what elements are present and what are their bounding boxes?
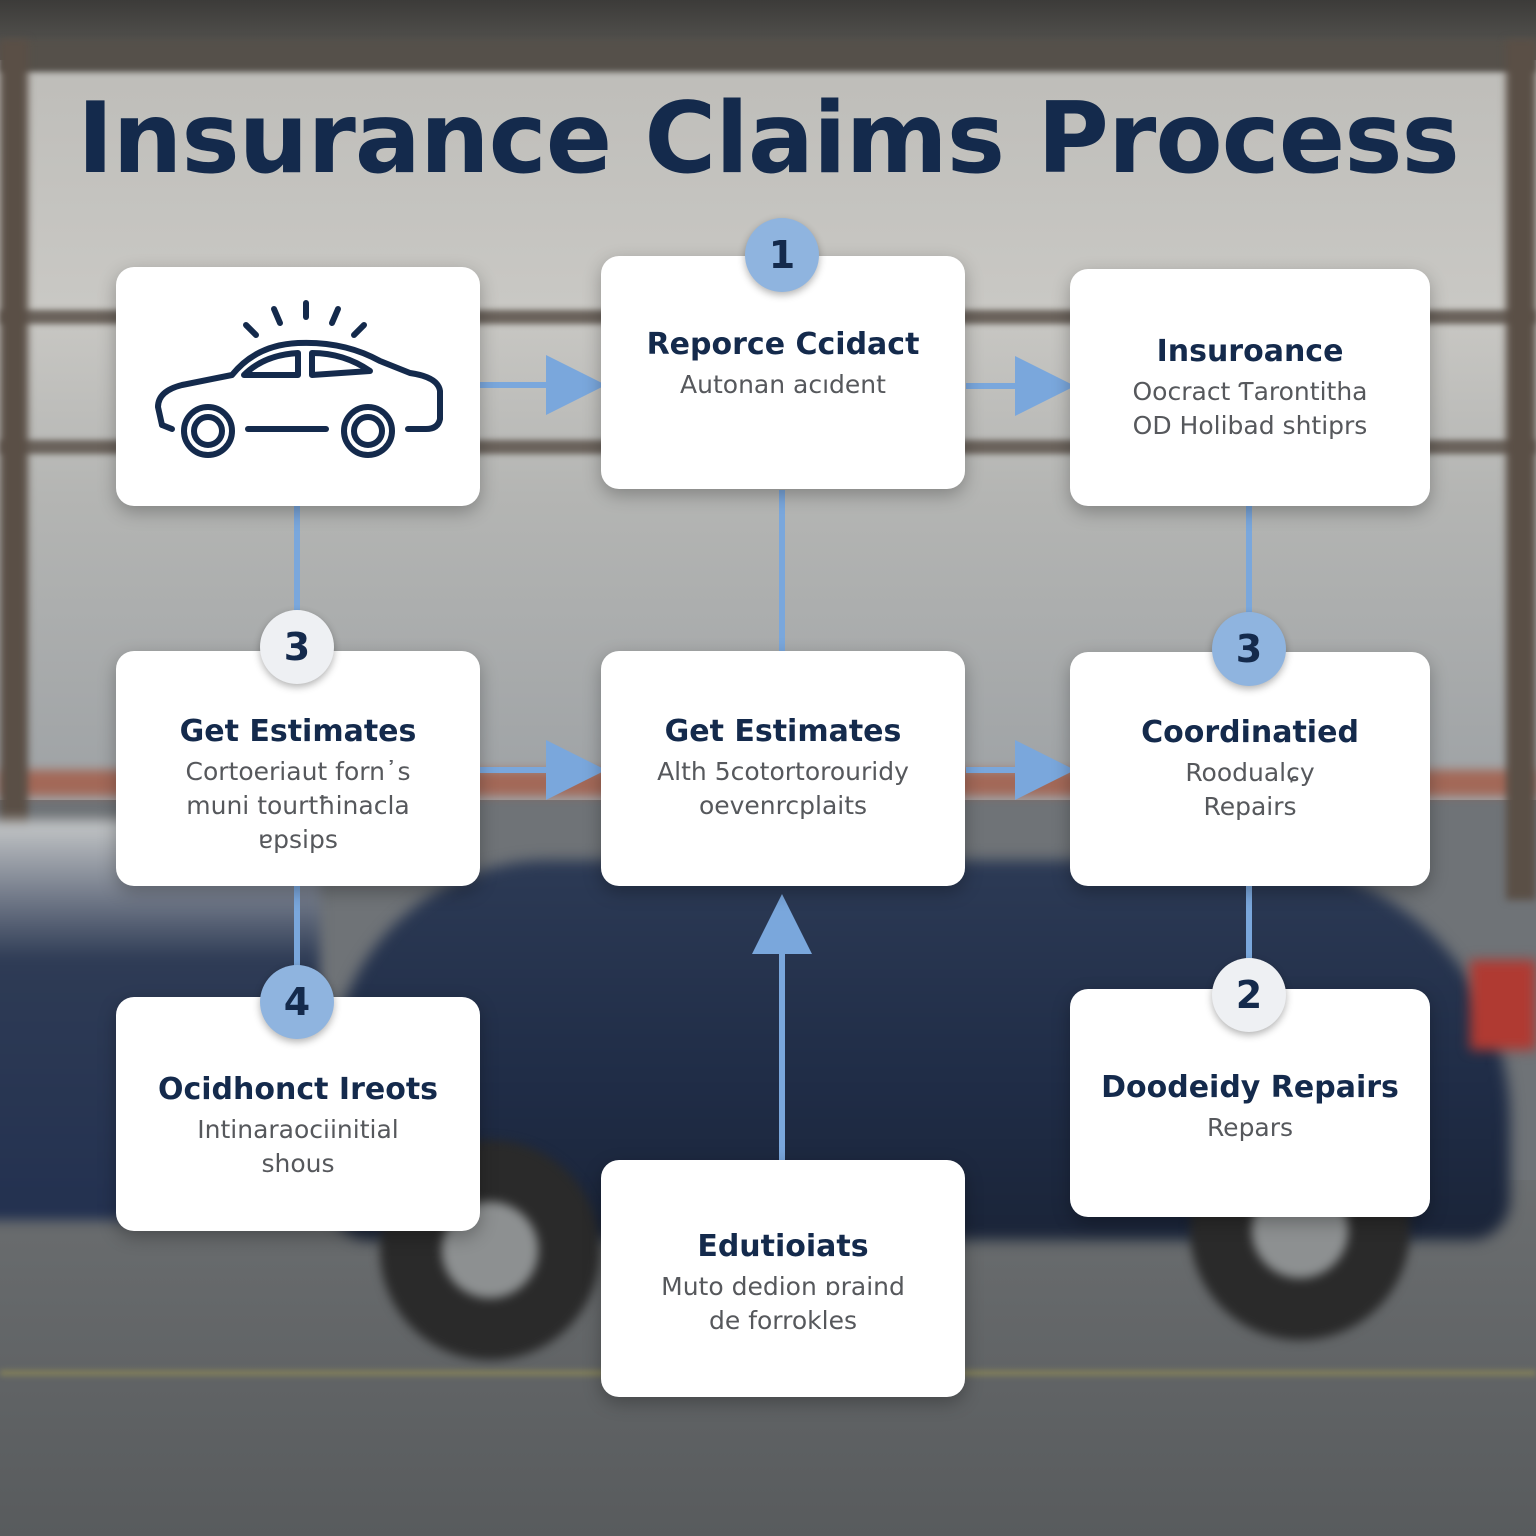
step-badge: 1 xyxy=(745,218,819,292)
step-badge: 3 xyxy=(260,610,334,684)
step-card-get-estimates: Get Estimates Cortoeriaut forn᾽s muni to… xyxy=(116,651,480,886)
card-title: Get Estimates xyxy=(132,713,464,751)
card-description-line: Muto dedion ɒraind xyxy=(617,1270,949,1304)
card-description-line: OD Holibad shtiprs xyxy=(1086,409,1414,443)
card-description-line: Repairs xyxy=(1086,790,1414,824)
card-title: Doodeidy Repairs xyxy=(1086,1069,1414,1107)
start-card xyxy=(116,267,480,506)
card-title: Ocidhonct Ireots xyxy=(132,1071,464,1109)
card-title: Get Estimates xyxy=(617,713,949,751)
card-description-line: ɐpsips xyxy=(132,823,464,857)
step-badge: 2 xyxy=(1212,958,1286,1032)
card-description-line: muni tourtħinacla xyxy=(132,789,464,823)
car-accident-icon xyxy=(148,295,448,465)
card-title: Coordinatied xyxy=(1086,714,1414,752)
step-card-edutioiats: Edutioiats Muto dedion ɒraind de forrokl… xyxy=(601,1160,965,1397)
ceiling-beam xyxy=(0,40,1536,72)
card-title: Insuroance xyxy=(1086,333,1414,371)
card-description-line: de forrokles xyxy=(617,1304,949,1338)
card-description-line: Roodualɕy xyxy=(1086,756,1414,790)
card-description-line: Alth 5cotortorouridy xyxy=(617,755,949,789)
page-title: Insurance Claims Process xyxy=(0,82,1536,196)
step-badge: 4 xyxy=(260,965,334,1039)
card-description-line: Oocract Ƭarontitha xyxy=(1086,375,1414,409)
card-title: Edutioiats xyxy=(617,1228,949,1266)
card-description-line: oevenrcplaits xyxy=(617,789,949,823)
card-description-line: Cortoeriaut forn᾽s xyxy=(132,755,464,789)
card-title: Reporce Ccidact xyxy=(617,326,949,364)
card-description: Autonan acıdent xyxy=(617,368,949,402)
step-badge: 3 xyxy=(1212,612,1286,686)
card-description-line: Intinaraociinitial xyxy=(132,1113,464,1147)
step-card-coordinated: Coordinatied Roodualɕy Repairs xyxy=(1070,652,1430,886)
card-description-line: shous xyxy=(132,1147,464,1181)
step-card-get-estimates-center: Get Estimates Alth 5cotortorouridy oeven… xyxy=(601,651,965,886)
suv-taillight xyxy=(1470,960,1536,1050)
step-card-insurance: Insuroance Oocract Ƭarontitha OD Holibad… xyxy=(1070,269,1430,506)
card-description: Repars xyxy=(1086,1111,1414,1145)
